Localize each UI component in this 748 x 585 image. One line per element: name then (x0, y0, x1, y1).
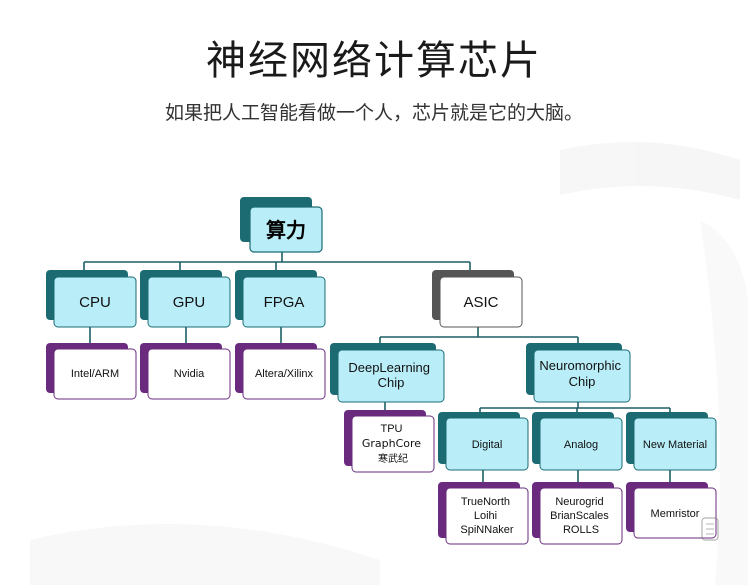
svg-text:DeepLearning Chip: DeepLearning Chip (348, 360, 433, 390)
new-material-chip-memristor: Memristor (651, 508, 700, 520)
node-cpu: CPU (46, 270, 137, 328)
node-cpu-vendor-label: Intel/ARM (71, 368, 119, 380)
analog-chip-neurogrid: Neurogrid (555, 496, 603, 508)
node-dl-chips: TPU GraphCore 寒武纪 (344, 410, 435, 473)
analog-chip-rolls: ROLLS (563, 524, 599, 536)
node-deeplearning-chip: DeepLearning Chip (330, 343, 445, 403)
node-asic-label: ASIC (463, 294, 498, 311)
digital-chip-spinnaker: SpiNNaker (460, 524, 514, 536)
svg-text:TrueNorth Loihi Sp: TrueNorth Loihi SpiNNaker (460, 496, 514, 536)
node-new-material-chips: Memristor (626, 482, 717, 539)
node-digital-chips: TrueNorth Loihi SpiNNaker (438, 482, 529, 545)
node-analog-chips: Neurogrid BrianScales ROLLS (532, 482, 623, 545)
node-gpu-label: GPU (173, 294, 206, 311)
node-digital: Digital (438, 412, 529, 471)
analog-chip-brianscales: BrianScales (550, 510, 609, 522)
node-new-material: New Material (626, 412, 717, 471)
page-subtitle: 如果把人工智能看做一个人，芯片就是它的大脑。 (164, 102, 583, 124)
node-fpga: FPGA (235, 270, 326, 328)
svg-text:Neurogrid BrianScales: Neurogrid BrianScales ROLLS (550, 496, 612, 536)
digital-chip-loihi: Loihi (474, 510, 497, 522)
node-fpga-vendor: Altera/Xilinx (235, 343, 326, 400)
node-gpu-vendor: Nvidia (140, 343, 231, 400)
node-asic: ASIC (432, 270, 523, 328)
svg-text:Neuromorphic Chip: Neuromorphic Chip (539, 358, 624, 389)
digital-chip-truenorth: TrueNorth (461, 496, 510, 508)
dl-chip-tpu: TPU (380, 423, 402, 435)
node-neuromorphic-label-line2: Chip (569, 374, 596, 389)
node-neuromorphic-label-line1: Neuromorphic (539, 358, 621, 373)
dl-chip-cambricon: 寒武纪 (378, 452, 408, 465)
node-fpga-label: FPGA (264, 294, 305, 311)
node-gpu: GPU (140, 270, 231, 328)
node-deeplearning-label-line1: DeepLearning (348, 360, 430, 375)
node-root: 算力 (240, 197, 323, 253)
node-deeplearning-label-line2: Chip (378, 375, 405, 390)
node-neuromorphic-chip: Neuromorphic Chip (526, 343, 631, 403)
node-digital-label: Digital (472, 439, 503, 451)
background-watermark (30, 142, 748, 585)
node-analog-label: Analog (564, 439, 598, 451)
node-fpga-vendor-label: Altera/Xilinx (255, 368, 314, 380)
dl-chip-graphcore: GraphCore (362, 437, 421, 450)
node-gpu-vendor-label: Nvidia (174, 368, 205, 380)
node-cpu-label: CPU (79, 294, 111, 311)
connector-lines (83, 252, 671, 482)
corner-logo-icon (701, 517, 719, 541)
node-root-label: 算力 (266, 218, 306, 242)
node-cpu-vendor: Intel/ARM (46, 343, 137, 400)
page-title: 神经网络计算芯片 (206, 38, 542, 84)
svg-text:TPU GraphCore 寒武纪: TPU GraphCore 寒武纪 (362, 423, 424, 465)
node-new-material-label: New Material (643, 439, 707, 451)
node-analog: Analog (532, 412, 623, 471)
